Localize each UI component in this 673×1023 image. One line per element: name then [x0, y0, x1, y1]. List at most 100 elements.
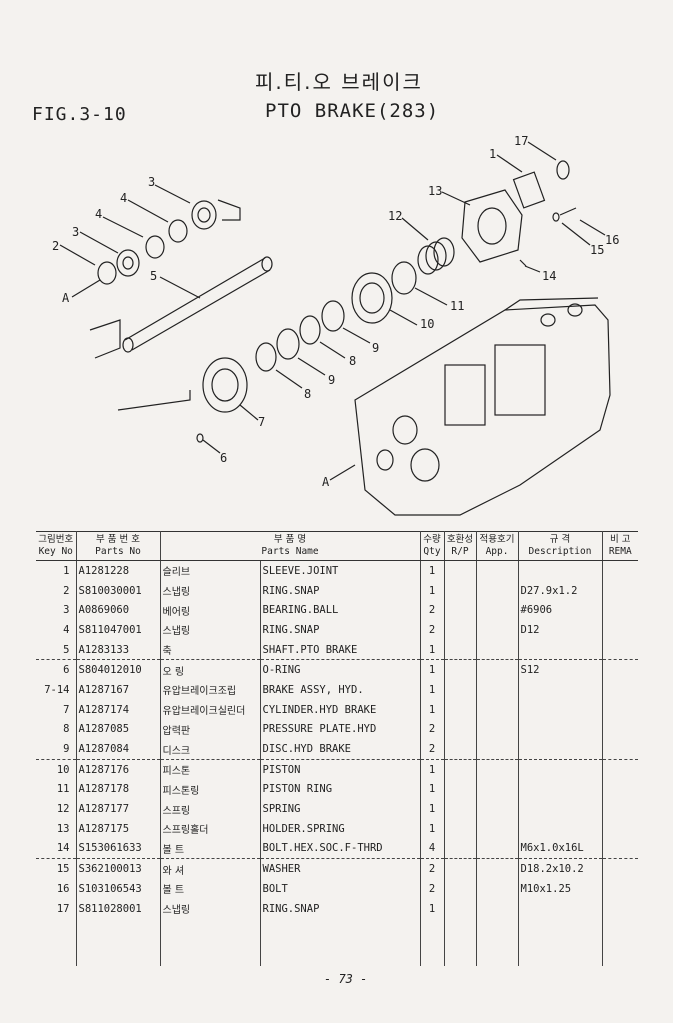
spring-part-12 [417, 245, 439, 275]
description [518, 680, 603, 700]
part-name-en: PISTON [260, 759, 421, 780]
leader-line [319, 341, 346, 359]
snap-ring-part-2 [97, 261, 117, 285]
sleeve-part-1 [512, 171, 546, 209]
app [476, 879, 519, 899]
key-no: 1 [36, 560, 77, 581]
piston-ring-part-11 [391, 261, 417, 295]
key-no: 14 [36, 838, 77, 860]
qty: 2 [420, 858, 445, 879]
app [476, 699, 519, 720]
bearing-bore [197, 207, 211, 223]
qty: 1 [420, 580, 445, 601]
rp [444, 620, 477, 640]
qty: 1 [420, 799, 445, 819]
page-number: - 73 - [324, 972, 368, 986]
part-name-en: PISTON RING [260, 779, 421, 800]
rp [444, 580, 477, 601]
part-no: A1287177 [76, 799, 161, 819]
callout-11: 11 [450, 299, 464, 313]
callout-16: 16 [605, 233, 619, 247]
app [476, 620, 519, 640]
housing-bore [410, 448, 440, 482]
part-name-ko: 스냅링 [160, 580, 261, 601]
part-no: S811028001 [76, 898, 161, 919]
bracket-line [89, 319, 121, 359]
part-name-en: RING.SNAP [260, 580, 421, 601]
key-no: 4 [36, 620, 77, 640]
leader-line [71, 279, 101, 298]
key-no: 11 [36, 779, 77, 800]
shaft-part-5-top [124, 257, 266, 341]
key-no: 13 [36, 818, 77, 839]
housing-bore [376, 449, 394, 471]
key-no: 2 [36, 580, 77, 601]
part-name-en: PRESSURE PLATE.HYD [260, 719, 421, 740]
description [518, 898, 603, 919]
description [518, 560, 603, 581]
title-korean: 피.티.오 브레이크 [255, 70, 423, 94]
transmission-housing [354, 304, 611, 516]
qty: 1 [420, 680, 445, 700]
key-no: 12 [36, 799, 77, 819]
part-name-ko: 슬리브 [160, 560, 261, 581]
part-name-en: BEARING.BALL [260, 600, 421, 621]
part-name-ko: 스냅링 [160, 620, 261, 640]
remarks [602, 620, 638, 640]
key-no: 15 [36, 858, 77, 879]
part-no: S362100013 [76, 858, 161, 879]
description [518, 799, 603, 819]
rp [444, 818, 477, 839]
leader-line [79, 231, 119, 254]
key-no: 7 [36, 699, 77, 720]
part-name-en: SHAFT.PTO BRAKE [260, 639, 421, 661]
disc-part-9b [321, 300, 345, 332]
key-no: 9 [36, 739, 77, 760]
part-no: S153061633 [76, 838, 161, 860]
description [518, 818, 603, 839]
bearing-part-3 [116, 249, 140, 277]
callout-12: 12 [388, 209, 402, 223]
callout-17: 17 [514, 134, 528, 148]
app [476, 858, 519, 879]
callout-3-lower: 3 [72, 225, 79, 239]
part-name-en: BRAKE ASSY, HYD. [260, 680, 421, 700]
callout-8: 8 [304, 387, 311, 401]
callout-A-right: A [322, 475, 330, 489]
key-no: 8 [36, 719, 77, 740]
part-name-en: O-RING [260, 659, 421, 681]
snap-ring-part-4 [145, 235, 165, 259]
leader-line [441, 191, 471, 206]
app [476, 799, 519, 819]
qty: 1 [420, 779, 445, 800]
remarks [602, 720, 638, 740]
app [476, 639, 519, 661]
app [476, 580, 519, 601]
rp [444, 739, 477, 760]
callout-5: 5 [150, 269, 157, 283]
callout-14: 14 [542, 269, 556, 283]
leader-line [297, 357, 326, 376]
part-name-en: BOLT.HEX.SOC.F-THRD [260, 838, 421, 860]
rp [444, 659, 477, 681]
remarks [602, 780, 638, 800]
bearing-part-3b [191, 200, 217, 230]
snap-ring-part-4b [168, 219, 188, 243]
snap-ring-part-17 [556, 160, 570, 180]
remarks [602, 700, 638, 720]
cylinder-bore [211, 368, 239, 402]
leader-line [524, 265, 541, 273]
description [518, 699, 603, 720]
remarks [602, 561, 638, 581]
key-no: 7-14 [36, 680, 77, 700]
